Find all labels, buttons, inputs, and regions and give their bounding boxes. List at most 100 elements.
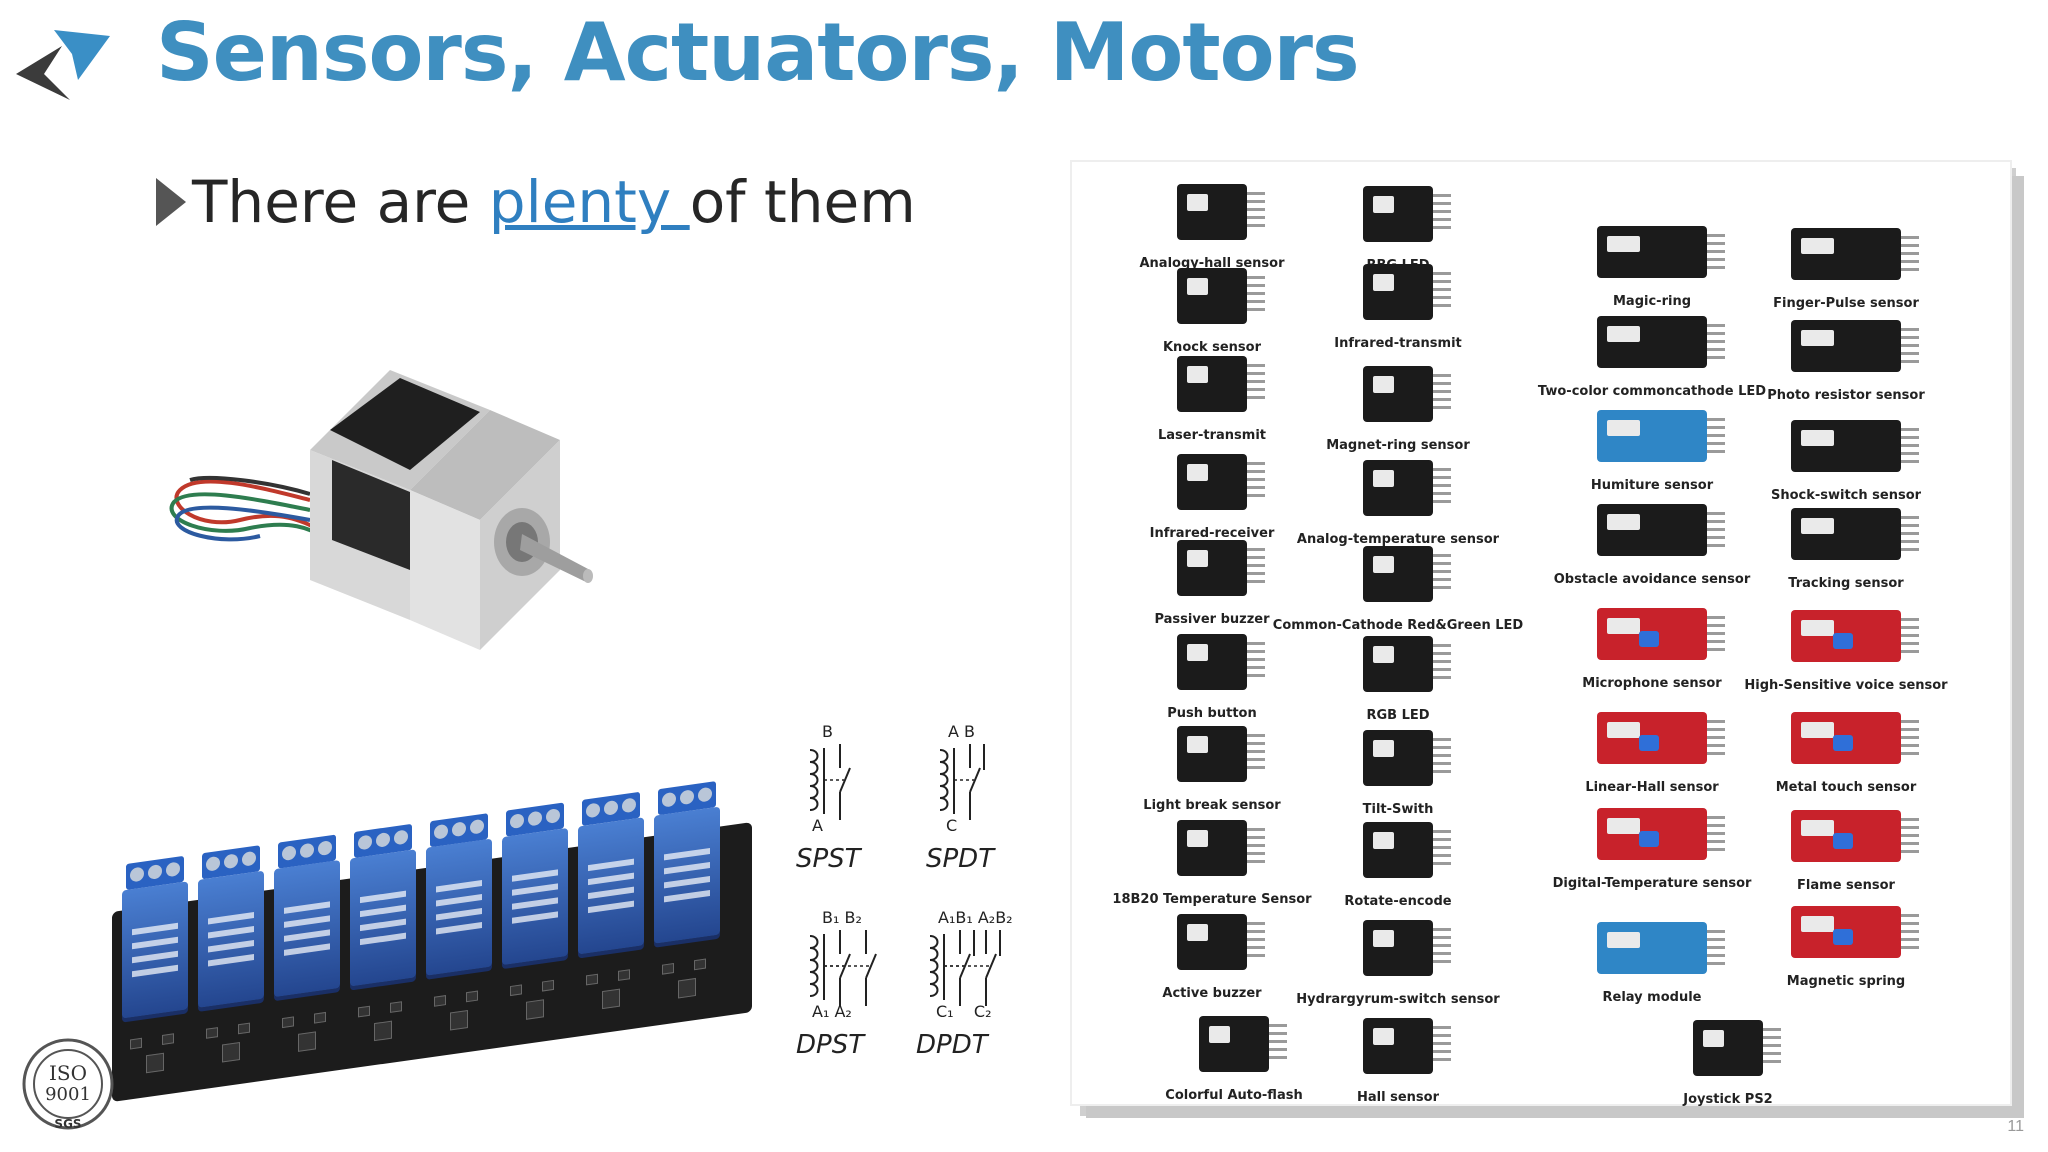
sensor-component — [1187, 924, 1208, 941]
smd-component — [602, 988, 620, 1010]
sensor-component — [1187, 736, 1208, 753]
terminal-screw — [358, 834, 372, 851]
switch-bottom-terminals: A₁ A₂ — [812, 1002, 852, 1021]
sensor-label: Shock-switch sensor — [1770, 488, 1922, 503]
sensor-label: Analogy-hall sensor — [1139, 256, 1285, 271]
sensor-board — [1597, 808, 1707, 860]
sensor-label: Common-Cathode Red&Green LED — [1272, 618, 1524, 633]
smd-component — [434, 995, 446, 1007]
sensor-component — [1801, 238, 1834, 254]
sensor-label: Microphone sensor — [1582, 676, 1722, 691]
terminal-screw — [224, 853, 238, 870]
sensor-board — [1363, 730, 1433, 786]
sensor-board — [1177, 540, 1247, 596]
sensor-board — [1597, 712, 1707, 764]
bullet-text-before: There are — [192, 168, 489, 236]
sensor-label: Digital-Temperature sensor — [1552, 876, 1752, 891]
sensor-label: Push button — [1167, 706, 1257, 721]
sensor-label: Flame sensor — [1797, 878, 1895, 893]
sensor-component — [1373, 832, 1394, 849]
switch-type-label: SPST — [796, 844, 861, 874]
switch-top-terminals: B — [822, 722, 833, 741]
sensor-component — [1607, 236, 1640, 252]
sensor-label: Passiver buzzer — [1154, 612, 1270, 627]
sensor-board — [1791, 228, 1901, 280]
sensor-board — [1597, 226, 1707, 278]
sensor-board — [1199, 1016, 1269, 1072]
header-pins — [1901, 618, 1919, 654]
sensor-board — [1363, 822, 1433, 878]
header-pins — [1433, 272, 1451, 312]
smd-component — [298, 1031, 316, 1052]
header-pins — [1901, 516, 1919, 552]
panel-shadow-bottom — [1080, 1104, 2016, 1116]
sensor-board — [1791, 508, 1901, 560]
terminal-screw — [586, 802, 600, 819]
sensor-board — [1177, 356, 1247, 412]
sensor-label: Tilt-Swith — [1362, 802, 1434, 817]
sensor-label: Knock sensor — [1162, 340, 1262, 355]
sensor-board — [1363, 920, 1433, 976]
bullet-item: There are plenty of them — [156, 168, 916, 236]
sensor-label: Magnet-ring sensor — [1326, 438, 1470, 453]
smd-component — [678, 977, 696, 999]
bullet-arrow-icon — [156, 178, 186, 226]
header-pins — [1247, 828, 1265, 868]
switch-type-label: SPDT — [926, 844, 995, 874]
potentiometer — [1832, 833, 1853, 850]
header-pins — [1707, 512, 1725, 548]
smd-component — [146, 1052, 164, 1074]
header-pins — [1707, 324, 1725, 360]
header-pins — [1707, 616, 1725, 652]
sensor-label: High-Sensitive voice sensor — [1744, 678, 1948, 693]
smd-component — [510, 984, 522, 997]
switch-symbol — [809, 744, 851, 820]
terminal-screw — [470, 818, 484, 835]
slide-title: Sensors, Actuators, Motors — [156, 6, 1360, 99]
sensor-component — [1373, 1028, 1394, 1045]
smd-component — [162, 1033, 174, 1045]
sensor-label: Finger-Pulse sensor — [1773, 296, 1919, 311]
smd-component — [206, 1027, 218, 1039]
terminal-screw — [546, 808, 560, 825]
header-pins — [1247, 548, 1265, 588]
sensor-component — [1187, 830, 1208, 847]
sensor-label: RGB LED — [1366, 708, 1430, 723]
sensor-label: Hydrargyrum-switch sensor — [1296, 992, 1500, 1007]
sensor-board — [1363, 186, 1433, 242]
stepper-motor-image — [169, 370, 593, 650]
smd-component — [374, 1020, 392, 1042]
smd-component — [282, 1016, 294, 1029]
sensor-board — [1693, 1020, 1763, 1076]
sensor-component — [1801, 620, 1834, 636]
sensor-label: Magic-ring — [1613, 294, 1691, 309]
sensor-board — [1597, 608, 1707, 660]
smd-component — [450, 1009, 468, 1031]
iso-text: ISO — [49, 1061, 87, 1085]
terminal-screw — [528, 810, 542, 827]
sensor-component — [1373, 196, 1394, 213]
relay-6 — [502, 802, 568, 966]
relay-print — [664, 847, 710, 861]
smd-component — [526, 999, 544, 1020]
sensor-board — [1177, 914, 1247, 970]
header-pins — [1901, 914, 1919, 950]
sensor-board — [1363, 460, 1433, 516]
switch-symbol — [809, 930, 877, 1006]
relay-terminal — [354, 823, 412, 858]
sensor-component — [1373, 470, 1394, 487]
plenty-link[interactable]: plenty — [488, 168, 690, 236]
smd-component — [358, 1005, 370, 1018]
sensor-label: Magnetic spring — [1786, 974, 1906, 989]
sensor-board — [1177, 454, 1247, 510]
relay-terminal — [278, 834, 336, 869]
relay-print — [436, 879, 482, 893]
sensor-component — [1801, 722, 1834, 738]
sensor-label: Light break sensor — [1143, 798, 1281, 813]
sensor-component — [1373, 376, 1394, 393]
relay-7 — [578, 791, 644, 955]
sensor-board — [1177, 634, 1247, 690]
sensor-board — [1363, 1018, 1433, 1074]
header-pins — [1707, 720, 1725, 756]
